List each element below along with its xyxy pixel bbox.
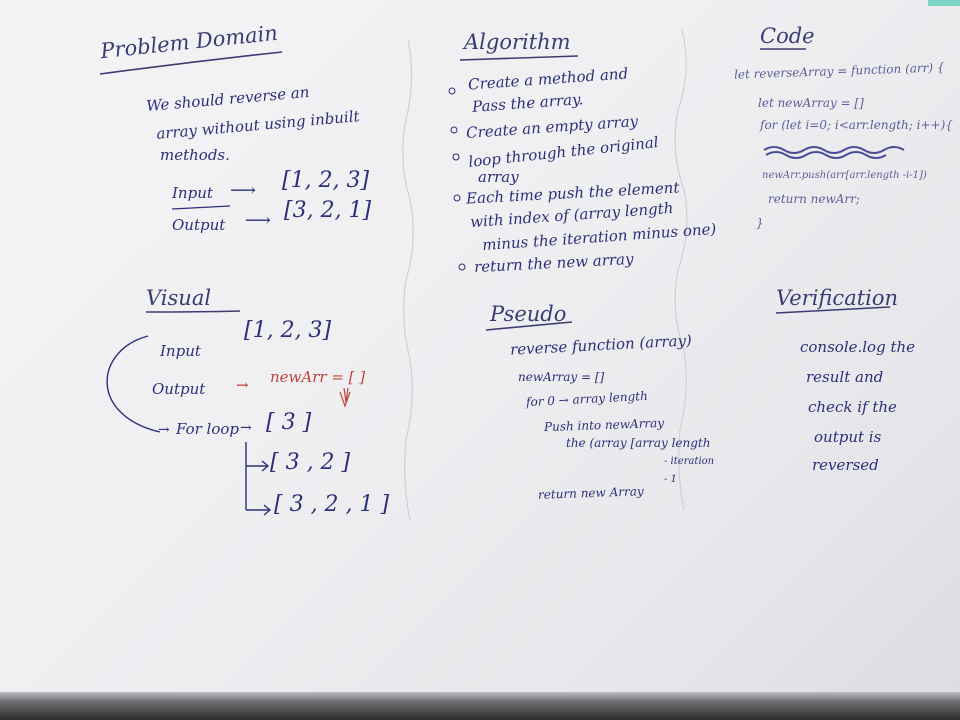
- problem-output-arrow: ⟶: [245, 210, 271, 231]
- pseudo-line: - iteration: [664, 456, 715, 467]
- visual-loop-arrow: →: [158, 422, 170, 438]
- code-line: return newArr;: [768, 192, 860, 206]
- bullet: [453, 194, 461, 202]
- loop-back-curve: [106, 335, 161, 433]
- pseudo-line: the (array [array length: [566, 436, 711, 450]
- bullet: [450, 126, 458, 134]
- branch-arrow-3: [246, 504, 272, 516]
- visual-loop-arrow-2: →: [240, 420, 252, 436]
- divider-left: [402, 39, 414, 521]
- problem-output-value: [3, 2, 1]: [284, 198, 372, 223]
- code-line: newArr.push(arr[arr.length -i-1]): [762, 170, 927, 181]
- problem-input-value: [1, 2, 3]: [282, 168, 370, 193]
- verification-underline: [775, 306, 891, 314]
- code-line: let newArray = []: [758, 96, 864, 110]
- bullet: [448, 87, 456, 95]
- visual-step1: [ 3 ]: [266, 410, 312, 435]
- problem-input-arrow: ⟶: [230, 180, 256, 201]
- code-heading: Code: [760, 24, 815, 48]
- code-line: for (let i=0; i<arr.length; i++){: [760, 118, 953, 132]
- bullet: [452, 153, 460, 161]
- code-line: }: [756, 216, 764, 230]
- algorithm-underline: [459, 55, 579, 61]
- pseudo-underline: [485, 321, 573, 331]
- scribble-out: [763, 146, 905, 159]
- whiteboard-frame: [0, 692, 960, 720]
- verification-line: check if the: [808, 398, 897, 416]
- problem-domain-underline: [99, 51, 283, 75]
- verification-line: reversed: [812, 456, 879, 474]
- visual-input-label: Input: [160, 342, 201, 360]
- pseudo-line: - 1: [664, 474, 677, 485]
- visual-underline: [145, 310, 241, 313]
- bullet: [458, 263, 466, 271]
- visual-output-label: Output: [152, 380, 206, 398]
- red-down-arrows: [339, 387, 351, 408]
- visual-step2: [ 3 , 2 ]: [270, 450, 351, 475]
- verification-line: console.log the: [800, 338, 916, 356]
- visual-heading: Visual: [146, 286, 212, 310]
- branch-arrow-2: [246, 460, 270, 472]
- visual-input-value: [1, 2, 3]: [244, 318, 332, 343]
- algorithm-step: array: [478, 168, 519, 186]
- problem-input-label: Input: [172, 184, 213, 202]
- problem-output-label: Output: [172, 216, 226, 234]
- input-underline: [171, 205, 231, 210]
- verification-heading: Verification: [776, 286, 899, 310]
- visual-output-value: newArr = [ ]: [270, 368, 366, 386]
- verification-line: output is: [814, 428, 882, 446]
- visual-loop-label: For loop: [176, 420, 240, 438]
- corner-tape: [928, 0, 960, 6]
- divider-right: [674, 29, 688, 511]
- visual-step3: [ 3 , 2 , 1 ]: [274, 492, 390, 517]
- verification-line: result and: [806, 368, 884, 386]
- visual-output-arrow: →: [236, 376, 249, 394]
- algorithm-heading: Algorithm: [464, 30, 571, 54]
- pseudo-heading: Pseudo: [490, 302, 567, 326]
- problem-text-line3: methods.: [160, 146, 230, 164]
- pseudo-line: newArray = []: [518, 370, 605, 384]
